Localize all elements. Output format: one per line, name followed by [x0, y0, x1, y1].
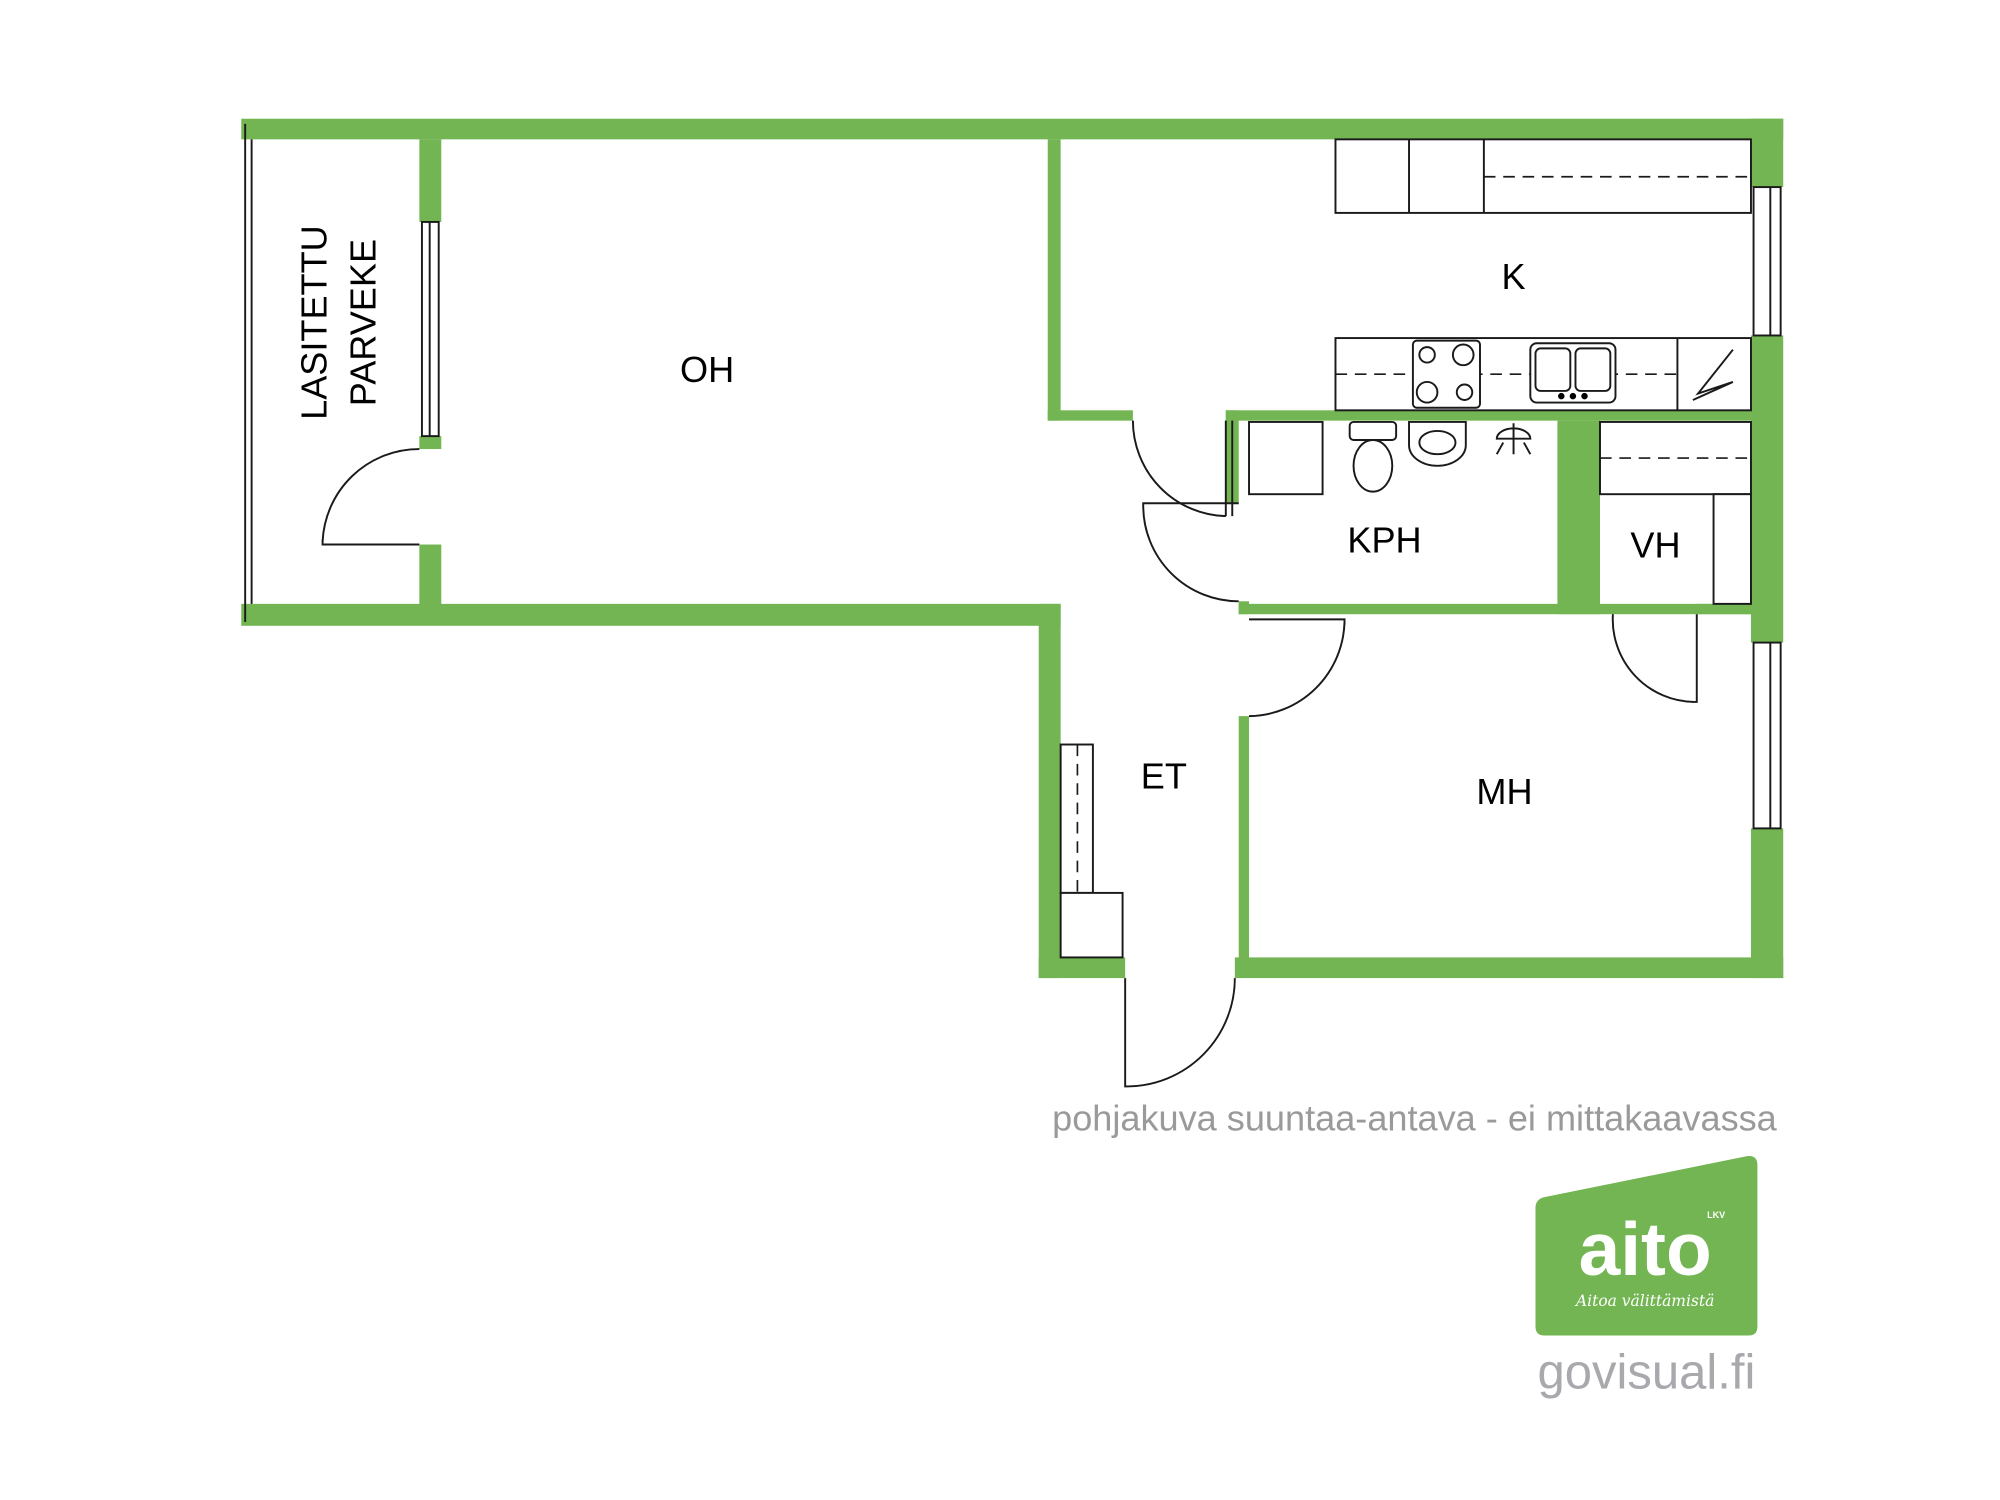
svg-text:Aitoa välittämistä: Aitoa välittämistä: [1574, 1292, 1714, 1310]
room-label-mh: MH: [1476, 771, 1532, 812]
room-label-vh: VH: [1630, 524, 1680, 565]
washbasin-icon: [1408, 420, 1467, 467]
balcony-door: [321, 448, 420, 546]
electric-panel-icon: [1692, 349, 1734, 401]
disclaimer-caption: pohjakuva suuntaa-antava - ei mittakaava…: [1052, 1097, 1778, 1138]
svg-text:aito: aito: [1579, 1207, 1712, 1291]
sink-icon: [1529, 342, 1617, 404]
shower-icon: [1495, 423, 1532, 455]
room-label-kph: KPH: [1347, 519, 1421, 560]
doors: [321, 420, 1698, 1088]
stove-icon: [1411, 339, 1481, 409]
bathroom-door: [1142, 502, 1239, 603]
entrance-door: [1124, 978, 1236, 1088]
bedroom-door: [1249, 618, 1346, 718]
closets: [1059, 420, 1752, 959]
room-label-balcony: LASITETTU: [293, 225, 334, 420]
room-label-oh: OH: [680, 349, 734, 390]
walls: [241, 118, 1784, 979]
balcony-glazing: [244, 123, 253, 622]
wardrobe-door: [1611, 614, 1698, 703]
credit-text: govisual.fi: [1537, 1345, 1755, 1399]
room-label-k: K: [1502, 256, 1526, 297]
kitchen-fixtures: [1334, 138, 1752, 412]
windows: [420, 186, 1782, 830]
svg-text:LKV: LKV: [1707, 1210, 1725, 1220]
room-label-balcony: PARVEKE: [342, 239, 383, 406]
kitchen-door: [1131, 420, 1234, 518]
room-label-et: ET: [1141, 755, 1187, 796]
toilet-icon: [1348, 420, 1398, 493]
aito-logo: aito LKV Aitoa välittämistä: [1535, 1155, 1758, 1336]
bathroom-fixtures: [1248, 420, 1532, 496]
